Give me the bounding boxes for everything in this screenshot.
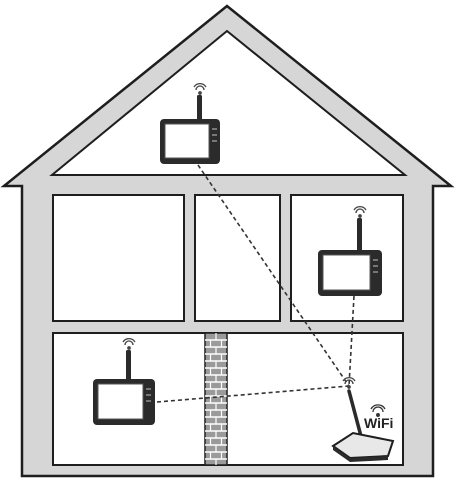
monitor-right-room	[318, 206, 382, 296]
wifi-waves-icon	[370, 404, 386, 417]
brick-wall	[204, 332, 228, 466]
wifi-router: WiFi	[331, 377, 395, 462]
wifi-waves-icon	[122, 338, 136, 350]
link-attic-router	[197, 164, 350, 387]
link-right-router	[348, 295, 355, 387]
wifi-label: WiFi	[364, 415, 393, 431]
room-middle-center	[194, 194, 281, 322]
signal-links	[156, 164, 355, 403]
wifi-waves-icon	[342, 377, 356, 389]
wifi-waves-icon	[353, 206, 367, 218]
wifi-waves-icon	[193, 83, 207, 95]
monitor-attic	[160, 83, 220, 164]
monitor-ground-floor	[93, 338, 155, 425]
attic-room	[49, 29, 408, 176]
room-middle-left	[52, 194, 185, 322]
